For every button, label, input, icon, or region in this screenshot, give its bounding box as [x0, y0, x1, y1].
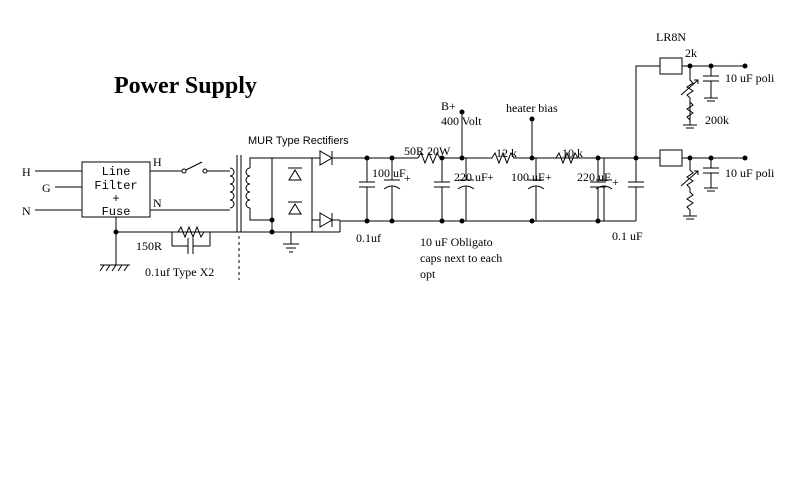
filter-label-line: Line — [102, 165, 131, 179]
bplus-label: B+ — [441, 99, 456, 113]
resistor-10k — [555, 151, 579, 165]
resistor-12k — [462, 151, 598, 165]
resistor-10k-label: 10 k — [562, 146, 583, 160]
filter-label-fuse: Fuse — [102, 205, 131, 219]
regulator-resistor-label: 200k — [705, 113, 729, 127]
capacitor-220uf-1-plus: + — [487, 170, 494, 184]
capacitor-100uf-2-label: 100 uF — [511, 170, 545, 184]
capacitor-220uf-2-label: 220 uF — [577, 170, 611, 184]
capacitor-220uf-2 — [595, 158, 613, 221]
rectifier-diode-2 — [288, 201, 302, 215]
note-line-2: caps next to each — [420, 251, 502, 265]
capacitor-10uf-poli-bottom — [703, 155, 719, 192]
capacitor-100uf-1 — [383, 158, 401, 221]
input-label-ground: G — [42, 181, 51, 195]
resistor-50r-20w-label: 50R 20W — [404, 144, 451, 158]
capacitor-10uf-poli-top — [703, 63, 719, 102]
rectifier-diode-3 — [312, 150, 345, 166]
ground-resistor-150r — [171, 225, 211, 246]
mains-input-wires — [35, 170, 82, 211]
bplus-voltage-label: 400 Volt — [441, 114, 482, 128]
filter-out-neutral-label: N — [153, 196, 162, 210]
rectifier-diode-1 — [288, 167, 302, 181]
capacitor-100uf-1-plus: + — [404, 171, 411, 185]
resistor-50r-20w — [417, 151, 462, 165]
capacitor-220uf-2-plus: + — [612, 175, 619, 189]
capacitor-100uf-1-label: 100 uF — [372, 166, 406, 180]
note-line-1: 10 uF Obligato — [420, 235, 493, 249]
filter-label-filter: Filter — [94, 179, 137, 193]
rectifier-label: MUR Type Rectifiers — [248, 135, 349, 147]
rectifier-return — [339, 220, 345, 232]
heater-bias-label: heater bias — [506, 101, 558, 115]
input-label-hot: H — [22, 165, 31, 179]
capacitor-snubber-2 — [434, 158, 450, 221]
heater-bias-terminal — [529, 116, 535, 122]
filter-label-plus: + — [112, 192, 119, 206]
resistor-12k-label: 12 k — [496, 146, 517, 160]
ground-capacitor-label: 0.1uf Type X2 — [145, 265, 214, 279]
capacitor-10uf-top-label: 10 uF poli — [725, 71, 775, 85]
capacitor-10uf-bottom-label: 10 uF poli — [725, 166, 775, 180]
page-title: Power Supply — [114, 73, 257, 99]
capacitor-100uf-2 — [527, 158, 545, 221]
rectifier-diode-4 — [312, 212, 340, 228]
ground-resistor-label: 150R — [136, 239, 162, 253]
capacitor-100uf-2-plus: + — [545, 170, 552, 184]
input-label-neutral: N — [22, 204, 31, 218]
regulator-pot-label: 2k — [685, 46, 697, 60]
regulator-part-label: LR8N — [656, 30, 686, 44]
rectifier-bridge — [269, 157, 313, 253]
capacitor-220uf-1-label: 220 uF — [454, 170, 488, 184]
bplus-terminal — [459, 109, 465, 115]
capacitor-0-1uf-2 — [598, 157, 660, 221]
note-line-3: opt — [420, 267, 436, 281]
capacitor-snubber-3 — [590, 158, 606, 221]
capacitor-0-1uf-label: 0.1uf — [356, 231, 381, 245]
ground-capacitor-x2 — [172, 238, 210, 254]
regulator-bottom — [659, 149, 748, 220]
mains-switch — [150, 161, 230, 174]
power-transformer — [229, 155, 340, 280]
ground-branch — [99, 217, 272, 272]
capacitor-0-1uf-1 — [359, 158, 375, 221]
capacitor-0-1uf-2-label: 0.1 uF — [612, 229, 643, 243]
capacitor-220uf-1 — [457, 158, 475, 221]
filter-out-hot-label: H — [153, 155, 162, 169]
